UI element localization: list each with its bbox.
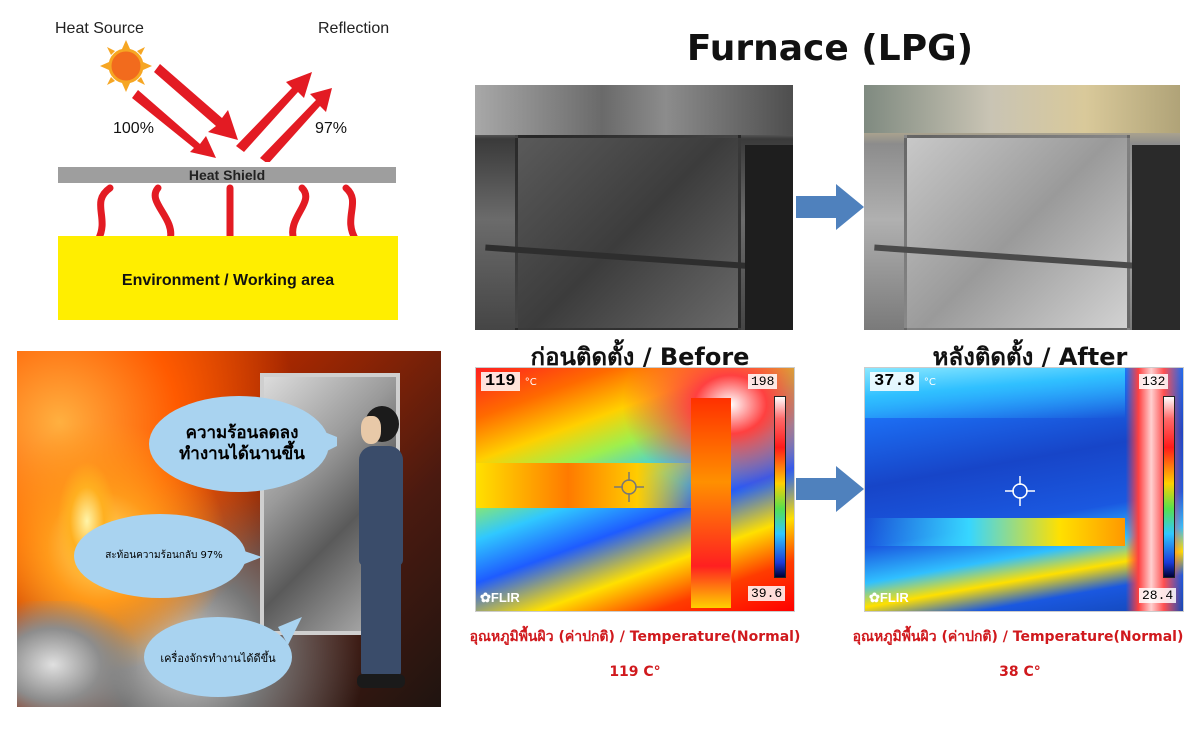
reflected-percent: 97%	[315, 120, 348, 137]
heat-shield-diagram: Heat Source Reflection 100% 97% Heat Shi	[0, 0, 440, 330]
heat-shield-bar: Heat Shield	[58, 167, 396, 183]
before-furnace-panel	[515, 135, 741, 330]
before-scale-min: 39.6	[748, 586, 786, 601]
before-label: ก่อนติดตั้ง / Before	[530, 343, 750, 371]
before-scale-bar	[774, 396, 786, 578]
after-thermal-reading: 37.8	[870, 372, 919, 391]
sun-icon	[100, 40, 152, 92]
before-thermal-reading: 119	[481, 372, 520, 391]
environment-label: Environment / Working area	[121, 272, 335, 289]
after-caption: อุณหภูมิพื้นผิว (ค่าปกติ) / Temperature(…	[852, 629, 1184, 645]
incoming-heat-arrows	[132, 64, 238, 158]
after-label: หลังติดตั้ง / After	[932, 343, 1128, 371]
bubble-bottom-text: เครื่องจักรทำงานได้ดีขึ้น	[160, 652, 276, 665]
worker-figure	[347, 406, 417, 691]
after-thermal-unit: °C	[923, 377, 936, 388]
before-hot-band	[476, 463, 706, 508]
after-temperature: 38 C°	[999, 664, 1041, 680]
after-furnace-panel	[904, 135, 1130, 330]
after-pipes	[864, 85, 1180, 133]
transition-arrow-bottom	[796, 466, 864, 512]
bubble-middle-text: สะท้อนความร้อนกลับ 97%	[105, 550, 223, 561]
transition-arrow-top	[796, 184, 864, 230]
before-thermal-image: 119 °C 198 39.6 ✿FLIR	[475, 367, 795, 612]
bubble-bottom-shape	[144, 617, 302, 697]
bubble-top-text: ความร้อนลดลง ทำงานได้นานขึ้น	[179, 423, 305, 464]
after-thermal-image: 37.8 °C 132 28.4 ✿FLIR	[864, 367, 1184, 612]
page-title: Furnace (LPG)	[686, 28, 974, 69]
flir-logo-icon: ✿	[480, 590, 491, 605]
after-scale-max: 132	[1139, 374, 1169, 389]
reflected-heat-arrows	[236, 72, 332, 162]
after-furnace-photo	[864, 85, 1180, 330]
before-side-column	[745, 145, 793, 330]
worker-face	[361, 416, 381, 444]
after-scale-bar	[1163, 396, 1175, 578]
worker-torso	[359, 446, 403, 566]
bubble-middle-shape	[74, 514, 262, 598]
before-flir-logo: ✿FLIR	[480, 590, 520, 605]
heat-shield-label: Heat Shield	[188, 167, 266, 183]
after-flir-logo: ✿FLIR	[869, 590, 909, 605]
before-crosshair-icon	[614, 472, 644, 502]
bubble-top-shape	[149, 396, 337, 492]
after-scale-min: 28.4	[1139, 588, 1177, 603]
worker-legs	[361, 561, 401, 676]
worker-shoes	[357, 674, 405, 688]
heat-source-label: Heat Source	[55, 20, 144, 37]
incoming-percent: 100%	[113, 120, 154, 137]
flir-logo-icon: ✿	[869, 590, 880, 605]
before-caption: อุณหภูมิพื้นผิว (ค่าปกติ) / Temperature(…	[469, 629, 801, 645]
after-crosshair-icon	[1005, 476, 1035, 506]
reflection-label: Reflection	[318, 20, 390, 37]
hot-metal	[17, 601, 137, 707]
before-furnace-photo	[475, 85, 793, 330]
after-side-column	[1132, 145, 1180, 330]
environment-area: Environment / Working area	[58, 236, 398, 320]
after-warm-band	[865, 518, 1125, 546]
before-hot-column	[691, 398, 731, 608]
before-pipes	[475, 85, 793, 135]
before-thermal-unit: °C	[524, 377, 537, 388]
heat-shield-photo: ความร้อนลดลง ทำงานได้นานขึ้น สะท้อนความร…	[17, 351, 441, 707]
before-temperature: 119 C°	[609, 664, 661, 680]
before-scale-max: 198	[748, 374, 778, 389]
